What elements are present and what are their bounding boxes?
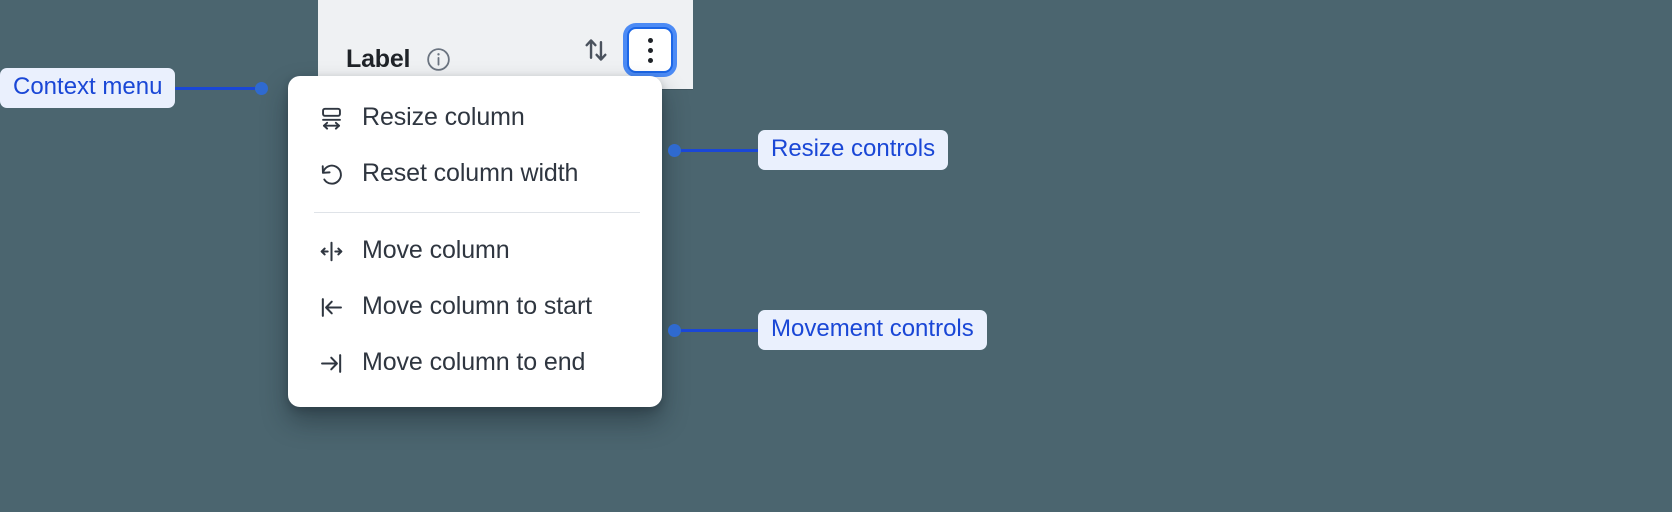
menu-item-label: Resize column — [362, 103, 525, 132]
annotation-context-menu: Context menu — [0, 68, 269, 108]
menu-item-move-column-to-start[interactable]: Move column to start — [288, 279, 662, 335]
annotation-label: Resize controls — [758, 130, 949, 170]
menu-item-label: Move column to start — [362, 292, 593, 321]
annotation-label: Context menu — [0, 68, 176, 108]
menu-item-move-column-to-end[interactable]: Move column to end — [288, 335, 662, 391]
reset-width-icon — [316, 159, 346, 189]
menu-item-resize-column[interactable]: Resize column — [288, 90, 662, 146]
menu-item-reset-column-width[interactable]: Reset column width — [288, 146, 662, 202]
page-title: Label — [346, 45, 411, 73]
more-vertical-icon-button[interactable] — [627, 27, 673, 73]
column-header-actions — [579, 27, 673, 73]
annotation-leader-line — [681, 148, 758, 152]
move-to-start-icon — [316, 292, 346, 322]
move-to-end-icon — [316, 348, 346, 378]
menu-divider — [314, 212, 640, 213]
annotation-target-dot — [255, 81, 269, 95]
column-header: Label — [318, 0, 693, 89]
info-circle-icon[interactable] — [425, 46, 452, 73]
kebab-dot-2 — [647, 47, 653, 53]
move-column-icon — [316, 236, 346, 266]
annotation-movement-controls: Movement controls — [668, 310, 987, 350]
annotation-resize-controls: Resize controls — [668, 130, 949, 170]
menu-item-label: Reset column width — [362, 159, 579, 188]
annotation-leader-line — [681, 328, 758, 332]
menu-item-label: Move column to end — [362, 348, 586, 377]
annotation-label: Movement controls — [758, 310, 987, 350]
annotation-target-dot — [668, 323, 681, 337]
menu-item-label: Move column — [362, 236, 510, 265]
column-header-left: Label — [346, 46, 579, 73]
annotation-leader-line — [175, 86, 256, 90]
column-context-menu: Resize column Reset column width — [288, 76, 662, 407]
sort-up-down-icon[interactable] — [579, 33, 613, 67]
annotation-target-dot — [668, 143, 681, 157]
resize-column-icon — [316, 103, 346, 133]
menu-item-move-column[interactable]: Move column — [288, 223, 662, 279]
kebab-dot-1 — [647, 37, 653, 43]
kebab-dot-3 — [647, 57, 653, 63]
